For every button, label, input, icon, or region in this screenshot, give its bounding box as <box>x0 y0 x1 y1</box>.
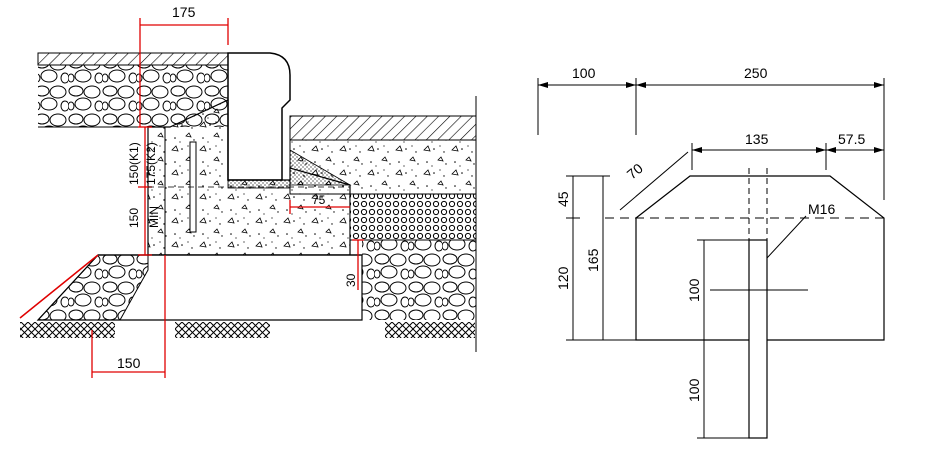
dim-chamfer: 70 <box>624 160 646 182</box>
dim-top-height: 45 <box>555 191 571 207</box>
dim-pin-protrude: 100 <box>686 378 702 402</box>
pavement-top-layer <box>37 52 229 66</box>
pin-label: M16 <box>808 201 835 217</box>
dim-body-height: 120 <box>555 266 571 290</box>
slope-line <box>19 254 99 319</box>
dim-k1: 150(K1) <box>127 142 141 185</box>
dim-full-height: 165 <box>585 248 601 272</box>
dim-top-width: 175 <box>172 4 196 20</box>
ground-hatch-right <box>385 322 475 338</box>
anchor-pin <box>748 239 768 439</box>
dim-bottom: 150 <box>117 355 141 371</box>
dim-total-width: 250 <box>744 65 768 81</box>
dim-pin-embed: 100 <box>686 278 702 302</box>
gravel-layer <box>349 193 477 241</box>
block-dimensions <box>537 78 885 439</box>
block-view: 100 250 135 57.5 70 45 165 120 100 100 M… <box>537 65 885 439</box>
stone-fill-right <box>362 240 476 320</box>
dim-left-width: 100 <box>572 65 596 81</box>
red-dimensions <box>91 18 364 378</box>
dim-gap: 75 <box>312 193 326 207</box>
ground-hatch-mid <box>175 322 270 338</box>
dim-min: MIN <box>147 206 161 228</box>
dim-k2: 175(K2) <box>144 142 158 185</box>
ground-hatch-left <box>20 322 115 338</box>
dimension-ticks <box>538 82 884 153</box>
base-right-layer <box>289 139 477 195</box>
dim-pin-offset: 135 <box>745 131 769 147</box>
section-view: 175 150(K1) 175(K2) 150 MIN 75 30 150 <box>19 4 477 378</box>
dim-right-offset: 57.5 <box>838 131 865 147</box>
dim-drop: 30 <box>344 273 358 287</box>
pavement-right-layer <box>289 115 477 141</box>
dim-base-height: 150 <box>127 208 141 228</box>
kerb-stone <box>227 52 291 181</box>
